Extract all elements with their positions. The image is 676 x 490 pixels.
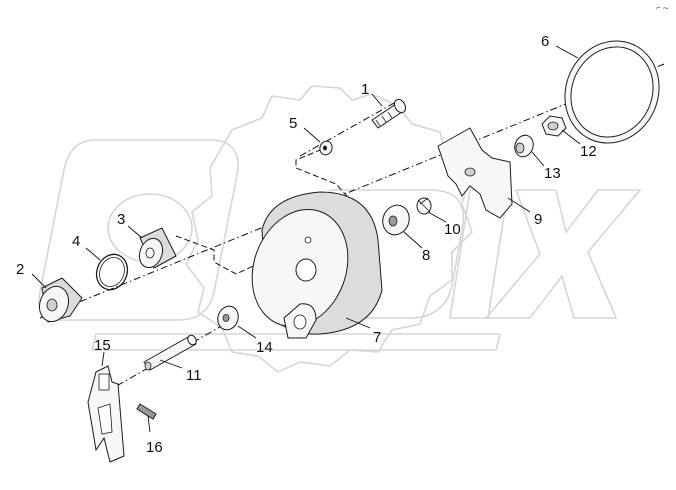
callout-2: 2 [16, 261, 24, 278]
callout-1: 1 [361, 81, 369, 98]
part-14-small-bushing [217, 305, 239, 331]
callout-4: 4 [72, 233, 80, 250]
callout-5: 5 [289, 115, 297, 132]
callout-15: 15 [94, 337, 111, 354]
watermark-cog [185, 85, 473, 373]
bolt-axis-line [299, 101, 397, 157]
part-16-roll-pin [136, 403, 157, 420]
callout-8: 8 [422, 247, 430, 264]
part-11-pin [143, 334, 197, 371]
watermark-letter-x [484, 189, 642, 319]
part-6-ring [564, 40, 660, 144]
leader-lines [31, 45, 581, 433]
callout-14: 14 [256, 339, 273, 356]
part-3-bushing [138, 227, 177, 269]
callout-16: 16 [146, 439, 163, 456]
part-15-clevis [87, 365, 125, 463]
part-2-end-cap [38, 277, 83, 323]
callout-12: 12 [580, 143, 597, 160]
callout-13: 13 [544, 165, 561, 182]
callout-11: 11 [186, 367, 202, 384]
callout-10: 10 [444, 221, 461, 238]
corner-mark: ⌐ ⁓ [656, 5, 669, 12]
part-8-washer [382, 204, 410, 236]
watermark-letter-d [298, 189, 464, 319]
watermark-letter-o [38, 139, 239, 321]
main-axis-line [39, 63, 665, 319]
part-10-spring-washer [416, 197, 432, 215]
part-5-small-washer [319, 140, 333, 156]
callout-7: 7 [373, 329, 381, 346]
lower-axis-line [91, 319, 233, 401]
part-9-bracket-plate [437, 127, 513, 219]
part-7-drum [251, 191, 383, 339]
callout-6: 6 [541, 33, 549, 50]
part-4-o-ring [95, 253, 129, 291]
callout-3: 3 [117, 211, 125, 228]
part-12-nut [541, 115, 567, 137]
callouts: 1 2 3 4 5 6 7 8 9 10 11 12 13 14 15 16 [16, 33, 597, 456]
part-1-bolt [371, 98, 407, 129]
part-13-spacer [514, 134, 534, 158]
callout-9: 9 [534, 211, 542, 228]
